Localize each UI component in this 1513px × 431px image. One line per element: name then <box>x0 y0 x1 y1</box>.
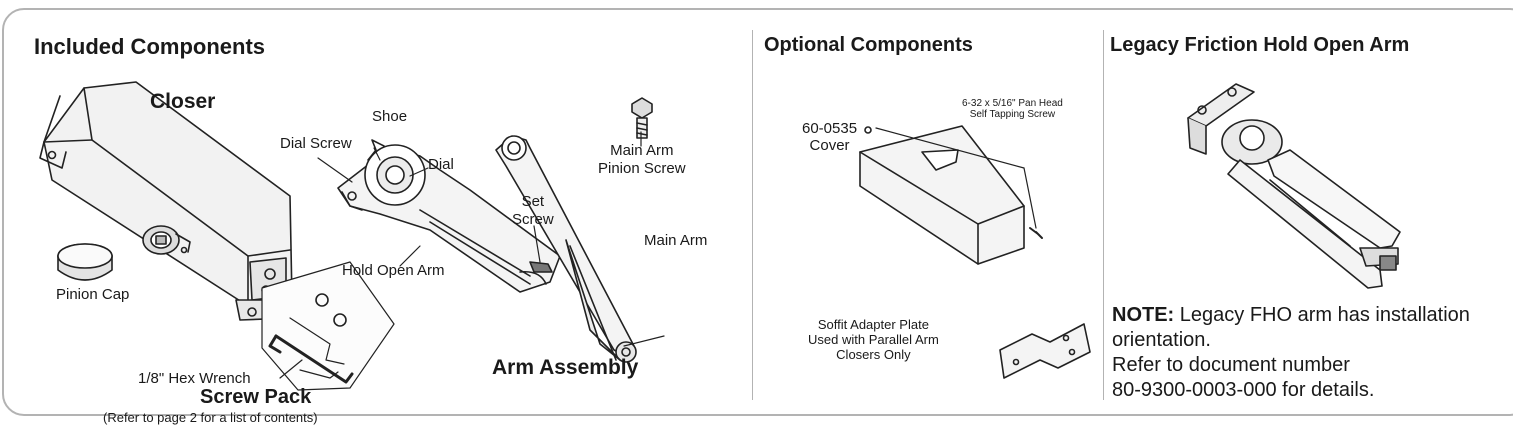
soffit-line3: Closers Only <box>836 347 911 362</box>
pinion-screw-line1: Main Arm <box>610 142 674 159</box>
pinion-screw-illustration <box>631 97 653 139</box>
set-screw-label: Set Screw <box>512 193 554 229</box>
note-line2: orientation. <box>1112 329 1211 351</box>
closer-label: Closer <box>150 90 216 113</box>
main-arm-pinion-screw-label: Main Arm Pinion Screw <box>598 142 686 178</box>
hold-open-arm-illustration <box>337 139 561 293</box>
tapping-screw-line1: 6-32 x 5/16" Pan Head <box>962 98 1063 109</box>
hold-open-arm-label: Hold Open Arm <box>342 262 445 279</box>
section-divider-left <box>752 30 753 400</box>
dial-label: Dial <box>428 156 454 173</box>
soffit-line1: Soffit Adapter Plate <box>817 317 929 332</box>
note-line1: Legacy FHO arm has installation <box>1174 304 1470 326</box>
note-label: NOTE: <box>1112 304 1175 326</box>
screw-pack-label: Screw Pack <box>200 386 312 408</box>
cover-line2: Cover <box>809 137 850 154</box>
legacy-note: NOTE: Legacy FHO arm has installation or… <box>1112 303 1470 403</box>
cover-label: 60-0535 Cover <box>802 120 857 154</box>
set-screw-line2: Screw <box>512 211 554 228</box>
included-components-title: Included Components <box>34 34 265 59</box>
legacy-arm-title: Legacy Friction Hold Open Arm <box>1110 34 1410 56</box>
outer-frame <box>2 8 1513 416</box>
cover-line1: 60-0535 <box>802 120 858 137</box>
screw-pack-illustration <box>261 261 395 391</box>
hex-wrench-label: 1/8" Hex Wrench <box>138 370 251 387</box>
screw-pack-note: (Refer to page 2 for a list of contents) <box>103 410 318 425</box>
pinion-cap-illustration <box>57 243 113 281</box>
set-screw-line1: Set <box>521 193 545 210</box>
main-arm-label: Main Arm <box>644 232 708 249</box>
soffit-line2: Used with Parallel Arm <box>808 332 939 347</box>
shoe-label: Shoe <box>372 108 408 125</box>
tapping-screw-label: 6-32 x 5/16" Pan Head Self Tapping Screw <box>962 98 1063 120</box>
dial-screw-label: Dial Screw <box>280 135 352 152</box>
pinion-screw-line2: Pinion Screw <box>598 160 686 177</box>
note-line4: 80-9300-0003-000 for details. <box>1112 379 1375 401</box>
soffit-plate-label: Soffit Adapter Plate Used with Parallel … <box>808 317 939 362</box>
cover-illustration <box>859 125 1043 265</box>
legacy-arm-illustration <box>1187 83 1401 289</box>
optional-components-title: Optional Components <box>764 34 973 56</box>
leader-lines <box>279 127 1037 379</box>
note-line3: Refer to document number <box>1112 354 1350 376</box>
tapping-screw-line2: Self Tapping Screw <box>969 109 1056 120</box>
pinion-cap-label: Pinion Cap <box>56 286 130 303</box>
section-divider-right <box>1103 30 1104 400</box>
arm-assembly-label: Arm Assembly <box>492 356 639 379</box>
soffit-plate-illustration <box>999 323 1091 379</box>
closer-illustration <box>39 81 293 321</box>
main-arm-illustration <box>495 135 637 363</box>
